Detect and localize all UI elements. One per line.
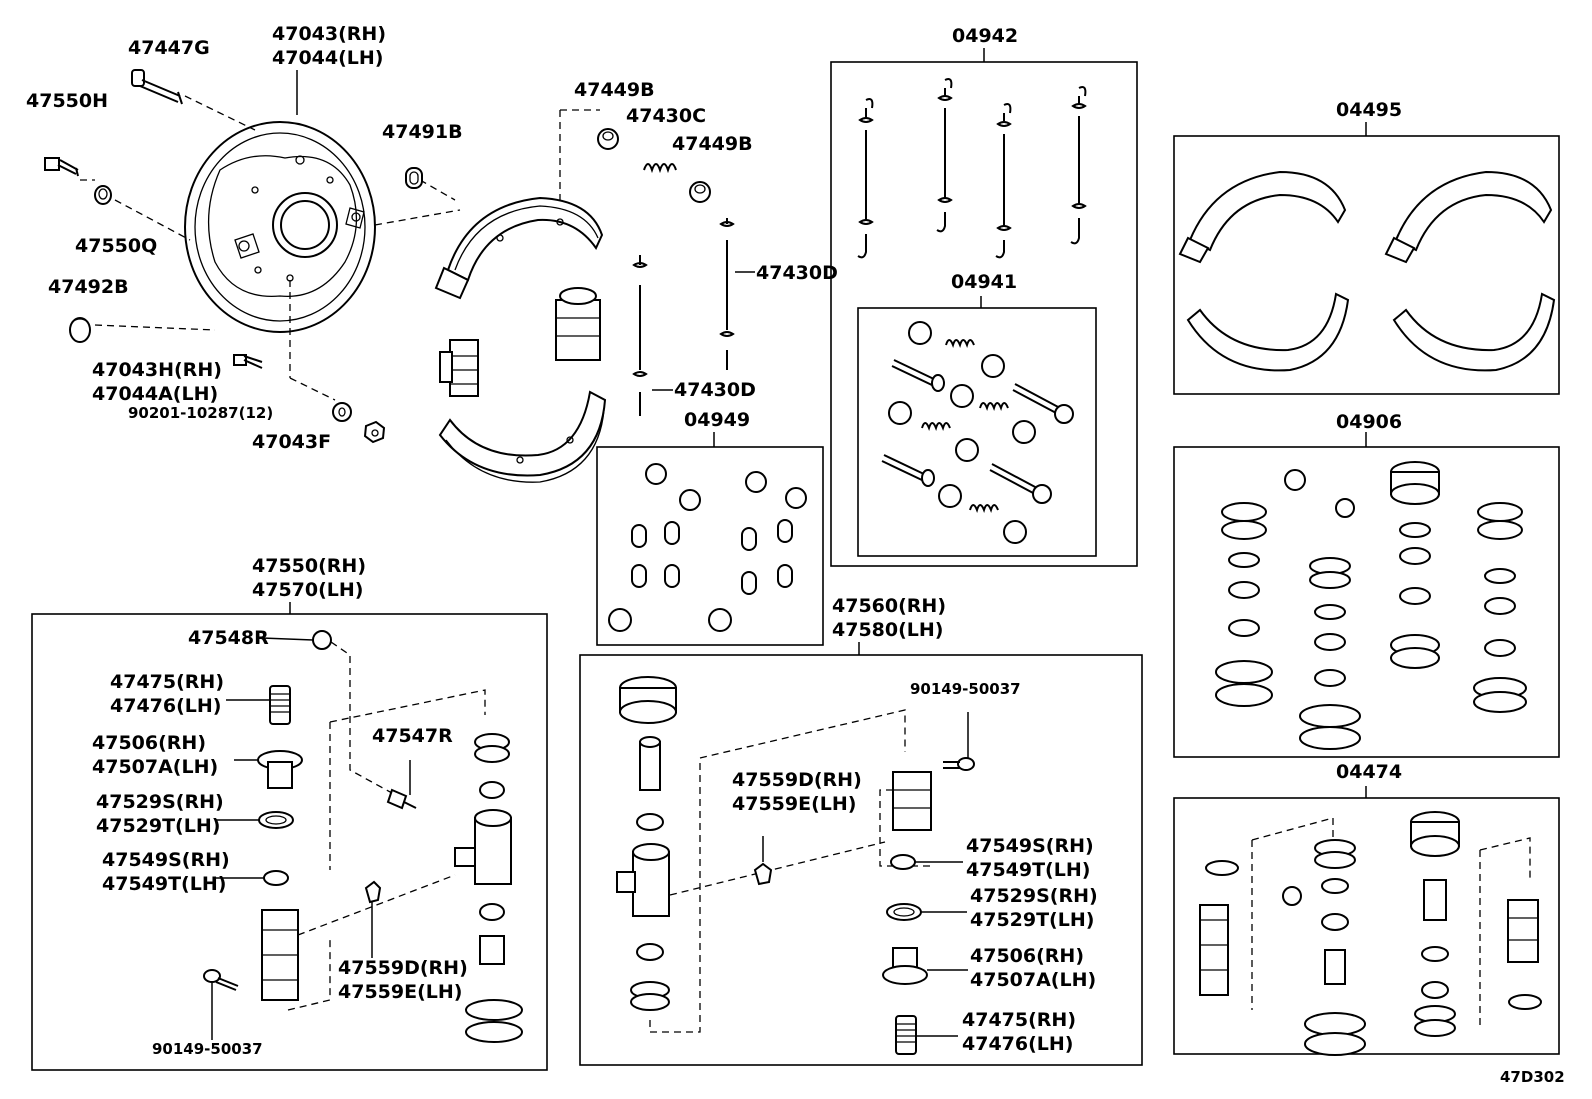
label-47043F: 47043F — [252, 431, 331, 453]
bolt-90149b — [943, 757, 975, 771]
kit-box-04474 — [1173, 797, 1560, 1055]
label-47529Sa: 47529S(RH) — [96, 791, 224, 813]
label-47506b: 47506(RH) — [970, 945, 1084, 967]
label-47559Da: 47559D(RH) — [338, 957, 468, 979]
label-04906: 04906 — [1336, 411, 1402, 433]
bolt-47475a — [269, 685, 291, 725]
nut-47043F — [363, 420, 386, 444]
label-90149b: 90149-50037 — [910, 680, 1021, 698]
label-47044A: 47044A(LH) — [92, 383, 218, 405]
shoe-set-04495 — [1178, 170, 1556, 372]
label-47475b: 47475(RH) — [962, 1009, 1076, 1031]
label-47449B-upper: 47449B — [574, 79, 655, 101]
label-47492B: 47492B — [48, 276, 129, 298]
label-47491B: 47491B — [382, 121, 463, 143]
label-47549Tb: 47549T(LH) — [966, 859, 1090, 881]
label-47476b: 47476(LH) — [962, 1033, 1073, 1055]
clip-47559Db — [753, 862, 773, 886]
label-04942: 04942 — [952, 25, 1018, 47]
spring-47430D-lower — [632, 255, 648, 416]
parts-04474 — [1199, 811, 1542, 1056]
label-47549Sb: 47549S(RH) — [966, 835, 1094, 857]
label-90201: 90201-10287(12) — [128, 404, 273, 422]
label-47529Ta: 47529T(LH) — [96, 815, 220, 837]
kit-box-04949 — [596, 446, 824, 646]
label-47044: 47044(LH) — [272, 47, 383, 69]
label-04495: 04495 — [1336, 99, 1402, 121]
holddown-kit-04941 — [881, 321, 1074, 544]
cap-47550Q — [94, 185, 112, 205]
cup-47449B-upper — [597, 128, 619, 150]
label-47549Sa: 47549S(RH) — [102, 849, 230, 871]
wheel-cylinder-47560 — [616, 676, 677, 1011]
adjuster-lever-47550 — [261, 909, 299, 1001]
label-47548R: 47548R — [188, 627, 269, 649]
bleeder-cap-47548R — [312, 630, 332, 650]
plug-47506b — [882, 947, 928, 985]
label-47550: 47550(RH) — [252, 555, 366, 577]
label-47529Sb: 47529S(RH) — [970, 885, 1098, 907]
backing-plate — [184, 121, 376, 333]
adjuster-47560 — [892, 771, 932, 831]
label-04941: 04941 — [951, 271, 1017, 293]
label-47506a: 47506(RH) — [92, 732, 206, 754]
cups-04906 — [1215, 461, 1527, 750]
bleeder-47550H — [44, 157, 79, 177]
springs-04942 — [857, 78, 1087, 259]
label-47043: 47043(RH) — [272, 23, 386, 45]
kit-box-04941 — [857, 307, 1097, 557]
label-47447G: 47447G — [128, 37, 210, 59]
label-04474: 04474 — [1336, 761, 1402, 783]
bolt-47475b — [895, 1015, 917, 1055]
label-47570: 47570(LH) — [252, 579, 363, 601]
label-47559Db: 47559D(RH) — [732, 769, 862, 791]
small-parts-04949 — [608, 463, 807, 632]
bleeder-47547R — [386, 788, 417, 810]
label-47507Ab: 47507A(LH) — [970, 969, 1096, 991]
boot-47529Sa — [258, 811, 294, 829]
plug-47506a — [257, 750, 303, 789]
piston-47549Sa — [263, 870, 289, 886]
brake-shoe-upper — [434, 196, 604, 300]
cup-47449B-lower — [689, 181, 711, 203]
kit-box-04942 — [830, 61, 1138, 567]
bolt-90149a — [203, 969, 239, 991]
spring-47430D-upper — [719, 218, 735, 370]
label-47449B-lower: 47449B — [672, 133, 753, 155]
label-47529Tb: 47529T(LH) — [970, 909, 1094, 931]
label-47475a: 47475(RH) — [110, 671, 224, 693]
label-47549Ta: 47549T(LH) — [102, 873, 226, 895]
wheel-cylinder-47550 — [454, 733, 523, 1043]
brake-shoe-lower — [438, 390, 607, 483]
bolt-47043H — [233, 354, 263, 369]
plug-47492B — [69, 317, 91, 343]
washer-90201 — [332, 402, 352, 422]
assembly-box-47560 — [579, 654, 1143, 1066]
label-04949: 04949 — [684, 409, 750, 431]
label-47430D-upper: 47430D — [756, 262, 838, 284]
adjuster-left — [439, 339, 479, 397]
label-90149a: 90149-50037 — [152, 1040, 263, 1058]
spring-47430C — [643, 163, 677, 174]
label-47559Ea: 47559E(LH) — [338, 981, 462, 1003]
label-47559Eb: 47559E(LH) — [732, 793, 856, 815]
label-47043H: 47043H(RH) — [92, 359, 222, 381]
plug-47491B — [405, 167, 423, 189]
label-47560: 47560(RH) — [832, 595, 946, 617]
adjuster-right — [555, 287, 601, 361]
bolt-47447G — [131, 69, 183, 105]
label-47430C: 47430C — [626, 105, 706, 127]
piston-47549Sb — [890, 854, 916, 870]
label-47550Q: 47550Q — [75, 235, 157, 257]
label-47580: 47580(LH) — [832, 619, 943, 641]
label-47507Aa: 47507A(LH) — [92, 756, 218, 778]
label-47547R: 47547R — [372, 725, 453, 747]
figure-code: 47D302 — [1500, 1068, 1565, 1086]
label-47476a: 47476(LH) — [110, 695, 221, 717]
label-47550H: 47550H — [26, 90, 108, 112]
boot-47529Sb — [886, 903, 922, 921]
clip-47559Da — [364, 880, 382, 904]
label-47430D-lower: 47430D — [674, 379, 756, 401]
